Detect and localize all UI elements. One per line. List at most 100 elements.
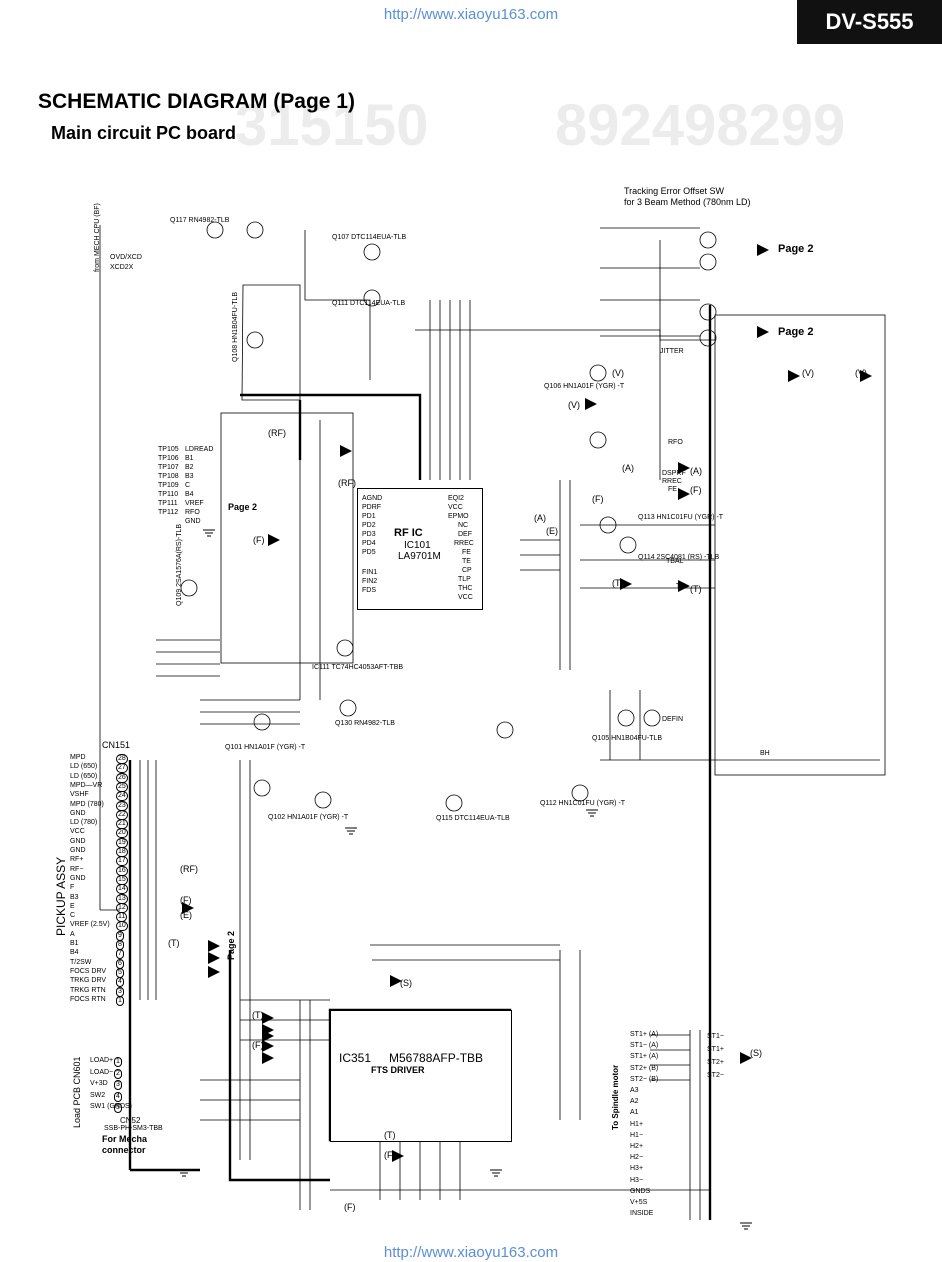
net-marker: (RF) bbox=[268, 428, 286, 438]
connector-pin-label: GND bbox=[70, 809, 86, 817]
spindle-motor-label: To Spindle motor bbox=[611, 1064, 620, 1130]
connector-pin-label: ST1+ (A) bbox=[630, 1053, 659, 1061]
signal-label: BH bbox=[760, 750, 770, 757]
tp-signal: B4 bbox=[185, 491, 194, 498]
connector-pin-number: 20 bbox=[116, 828, 128, 839]
connector-pin-label: ST1+ (A) bbox=[630, 1031, 659, 1038]
net-marker: (F) bbox=[592, 494, 604, 504]
net-marker: (V) bbox=[802, 368, 814, 378]
net-marker: (T) bbox=[168, 938, 180, 948]
connector-pin-label: GND bbox=[70, 837, 86, 845]
cn52-note: connector bbox=[102, 1145, 146, 1155]
tp-signal: B1 bbox=[185, 455, 194, 462]
connector-pin-label: H2− bbox=[630, 1154, 644, 1162]
rf-ic-pin-right: NC bbox=[458, 522, 469, 529]
connector-pin-label: GND bbox=[70, 874, 86, 882]
page-subtitle: Main circuit PC board bbox=[51, 123, 237, 143]
connector-pin-label: A3 bbox=[630, 1087, 639, 1094]
source-url-bottom[interactable]: http://www.xiaoyu163.com bbox=[383, 1244, 559, 1261]
test-point: TP109 bbox=[158, 482, 179, 489]
rf-ic-label: RF IC bbox=[394, 527, 423, 539]
cn52-note: For Mecha bbox=[102, 1134, 148, 1144]
rf-ic-pin-left: PD1 bbox=[362, 513, 376, 520]
connector-pin-label: TRKG DRV bbox=[70, 977, 107, 985]
rf-ic-pin-left: FIN1 bbox=[362, 569, 378, 576]
signal-label: XCD2X bbox=[110, 264, 134, 271]
connector-pin-number: 27 bbox=[116, 763, 128, 774]
rf-ic-pin-right: THC bbox=[458, 585, 473, 592]
signal-label: FE bbox=[668, 486, 677, 493]
connector-pin-number: 3 bbox=[114, 1080, 122, 1090]
part-label: Q112 HN1C01FU (YGR) -T bbox=[540, 800, 626, 807]
signal-label: RREC bbox=[662, 478, 682, 485]
signal-label: TBAL bbox=[666, 558, 684, 565]
part-label: Q115 DTC114EUA-TLB bbox=[436, 815, 510, 822]
connector-pin-label: H3+ bbox=[630, 1165, 644, 1173]
part-label: Q111 DTC114EUA-TLB bbox=[332, 300, 406, 307]
test-point: TP107 bbox=[158, 464, 179, 471]
connector-pin-label: LOAD+ bbox=[90, 1057, 114, 1064]
model-badge: DV-S555 bbox=[797, 0, 942, 44]
spindle-signal: ST1− bbox=[707, 1033, 724, 1040]
test-point: TP105 bbox=[158, 446, 179, 453]
connector-pin-label: LD (780) bbox=[70, 819, 98, 827]
test-point: TP112 bbox=[158, 509, 179, 516]
rf-ic-ic101: RF IC IC101 LA9701M AGND PDRF PD1 PD2 PD… bbox=[357, 488, 483, 610]
page-ref: Page 2 bbox=[226, 930, 236, 960]
tp-signal: RFO bbox=[185, 509, 200, 516]
connector-pin-label: MPD bbox=[70, 754, 86, 761]
pickup-assy-label: PICKUP ASSY bbox=[54, 856, 68, 936]
rf-ic-pin-left: FIN2 bbox=[362, 578, 378, 585]
tp-signal: B3 bbox=[185, 473, 194, 480]
connector-pin-label: ST2+ (B) bbox=[630, 1064, 659, 1072]
rf-ic-pin-right: CP bbox=[462, 567, 472, 574]
test-point: TP111 bbox=[158, 500, 178, 507]
rf-ic-pin-right: EQI2 bbox=[448, 495, 464, 502]
part-label: Q102 HN1A01F (YGR) -T bbox=[268, 814, 349, 821]
connector-pin-label: VREF (2.5V) bbox=[70, 921, 110, 929]
connector-pin-label: H3− bbox=[630, 1176, 644, 1184]
part-label: Q107 DTC114EUA-TLB bbox=[332, 234, 407, 241]
part-label: Q101 HN1A01F (YGR) -T bbox=[225, 744, 306, 751]
connector-pin-label: RF+ bbox=[70, 856, 84, 864]
connector-pin-number: 7 bbox=[116, 949, 124, 960]
connector-pin-label: VCC bbox=[70, 828, 85, 836]
rf-ic-pin-right: VCC bbox=[458, 594, 473, 601]
tp-signal: VREF bbox=[185, 500, 204, 507]
connector-pin-label: INSIDE bbox=[630, 1210, 654, 1218]
connector-pin-label: MPD—VR bbox=[70, 781, 103, 789]
rf-ic-pin-right: RREC bbox=[454, 540, 474, 547]
connector-pin-label: ST2− (B) bbox=[630, 1075, 659, 1083]
connector-pin-label: H2+ bbox=[630, 1143, 644, 1150]
net-marker: (E) bbox=[180, 910, 192, 920]
net-marker: (V) bbox=[855, 368, 867, 378]
net-marker: (A) bbox=[690, 466, 702, 476]
connector-pin-label: H1− bbox=[630, 1131, 644, 1139]
connector-pin-number: 1 bbox=[114, 1057, 122, 1067]
connector-pin-label: SW1 (GNDS) bbox=[90, 1103, 132, 1110]
connector-pin-label: MPD (780) bbox=[70, 800, 104, 808]
rf-ic-pin-left: PD4 bbox=[362, 540, 376, 547]
rf-ic-part: LA9701M bbox=[398, 551, 441, 562]
fts-ic-label: FTS DRIVER bbox=[371, 1065, 425, 1075]
tp-signal: B2 bbox=[185, 464, 194, 471]
net-marker: (V) bbox=[612, 368, 624, 378]
test-point: TP108 bbox=[158, 473, 179, 480]
connector-pin-label: B4 bbox=[70, 949, 79, 957]
connector-pin-number: 14 bbox=[116, 884, 128, 895]
spindle-signal: ST2+ bbox=[707, 1059, 724, 1066]
page-ref: Page 2 bbox=[778, 243, 814, 255]
net-marker: (S) bbox=[400, 978, 412, 988]
tp-signal: LDREAD bbox=[185, 446, 214, 453]
page-ref: Page 2 bbox=[228, 502, 258, 512]
watermark-number-2: 315150 bbox=[235, 93, 429, 158]
rf-ic-pin-right: DEF bbox=[458, 531, 472, 538]
fts-ic-part: M56788AFP-TBB bbox=[389, 1051, 484, 1065]
cn52-label: CN52 bbox=[120, 1116, 141, 1125]
part-label: Q113 HN1C01FU (YGR) -T bbox=[638, 514, 724, 521]
part-label: Q105 HN1B04FU-TLB bbox=[592, 735, 663, 742]
source-url-top[interactable]: http://www.xiaoyu163.com bbox=[383, 6, 559, 23]
signal-label: from MECH CPU (BF) bbox=[94, 203, 101, 272]
connector-pin-label: LOAD− bbox=[90, 1068, 114, 1076]
